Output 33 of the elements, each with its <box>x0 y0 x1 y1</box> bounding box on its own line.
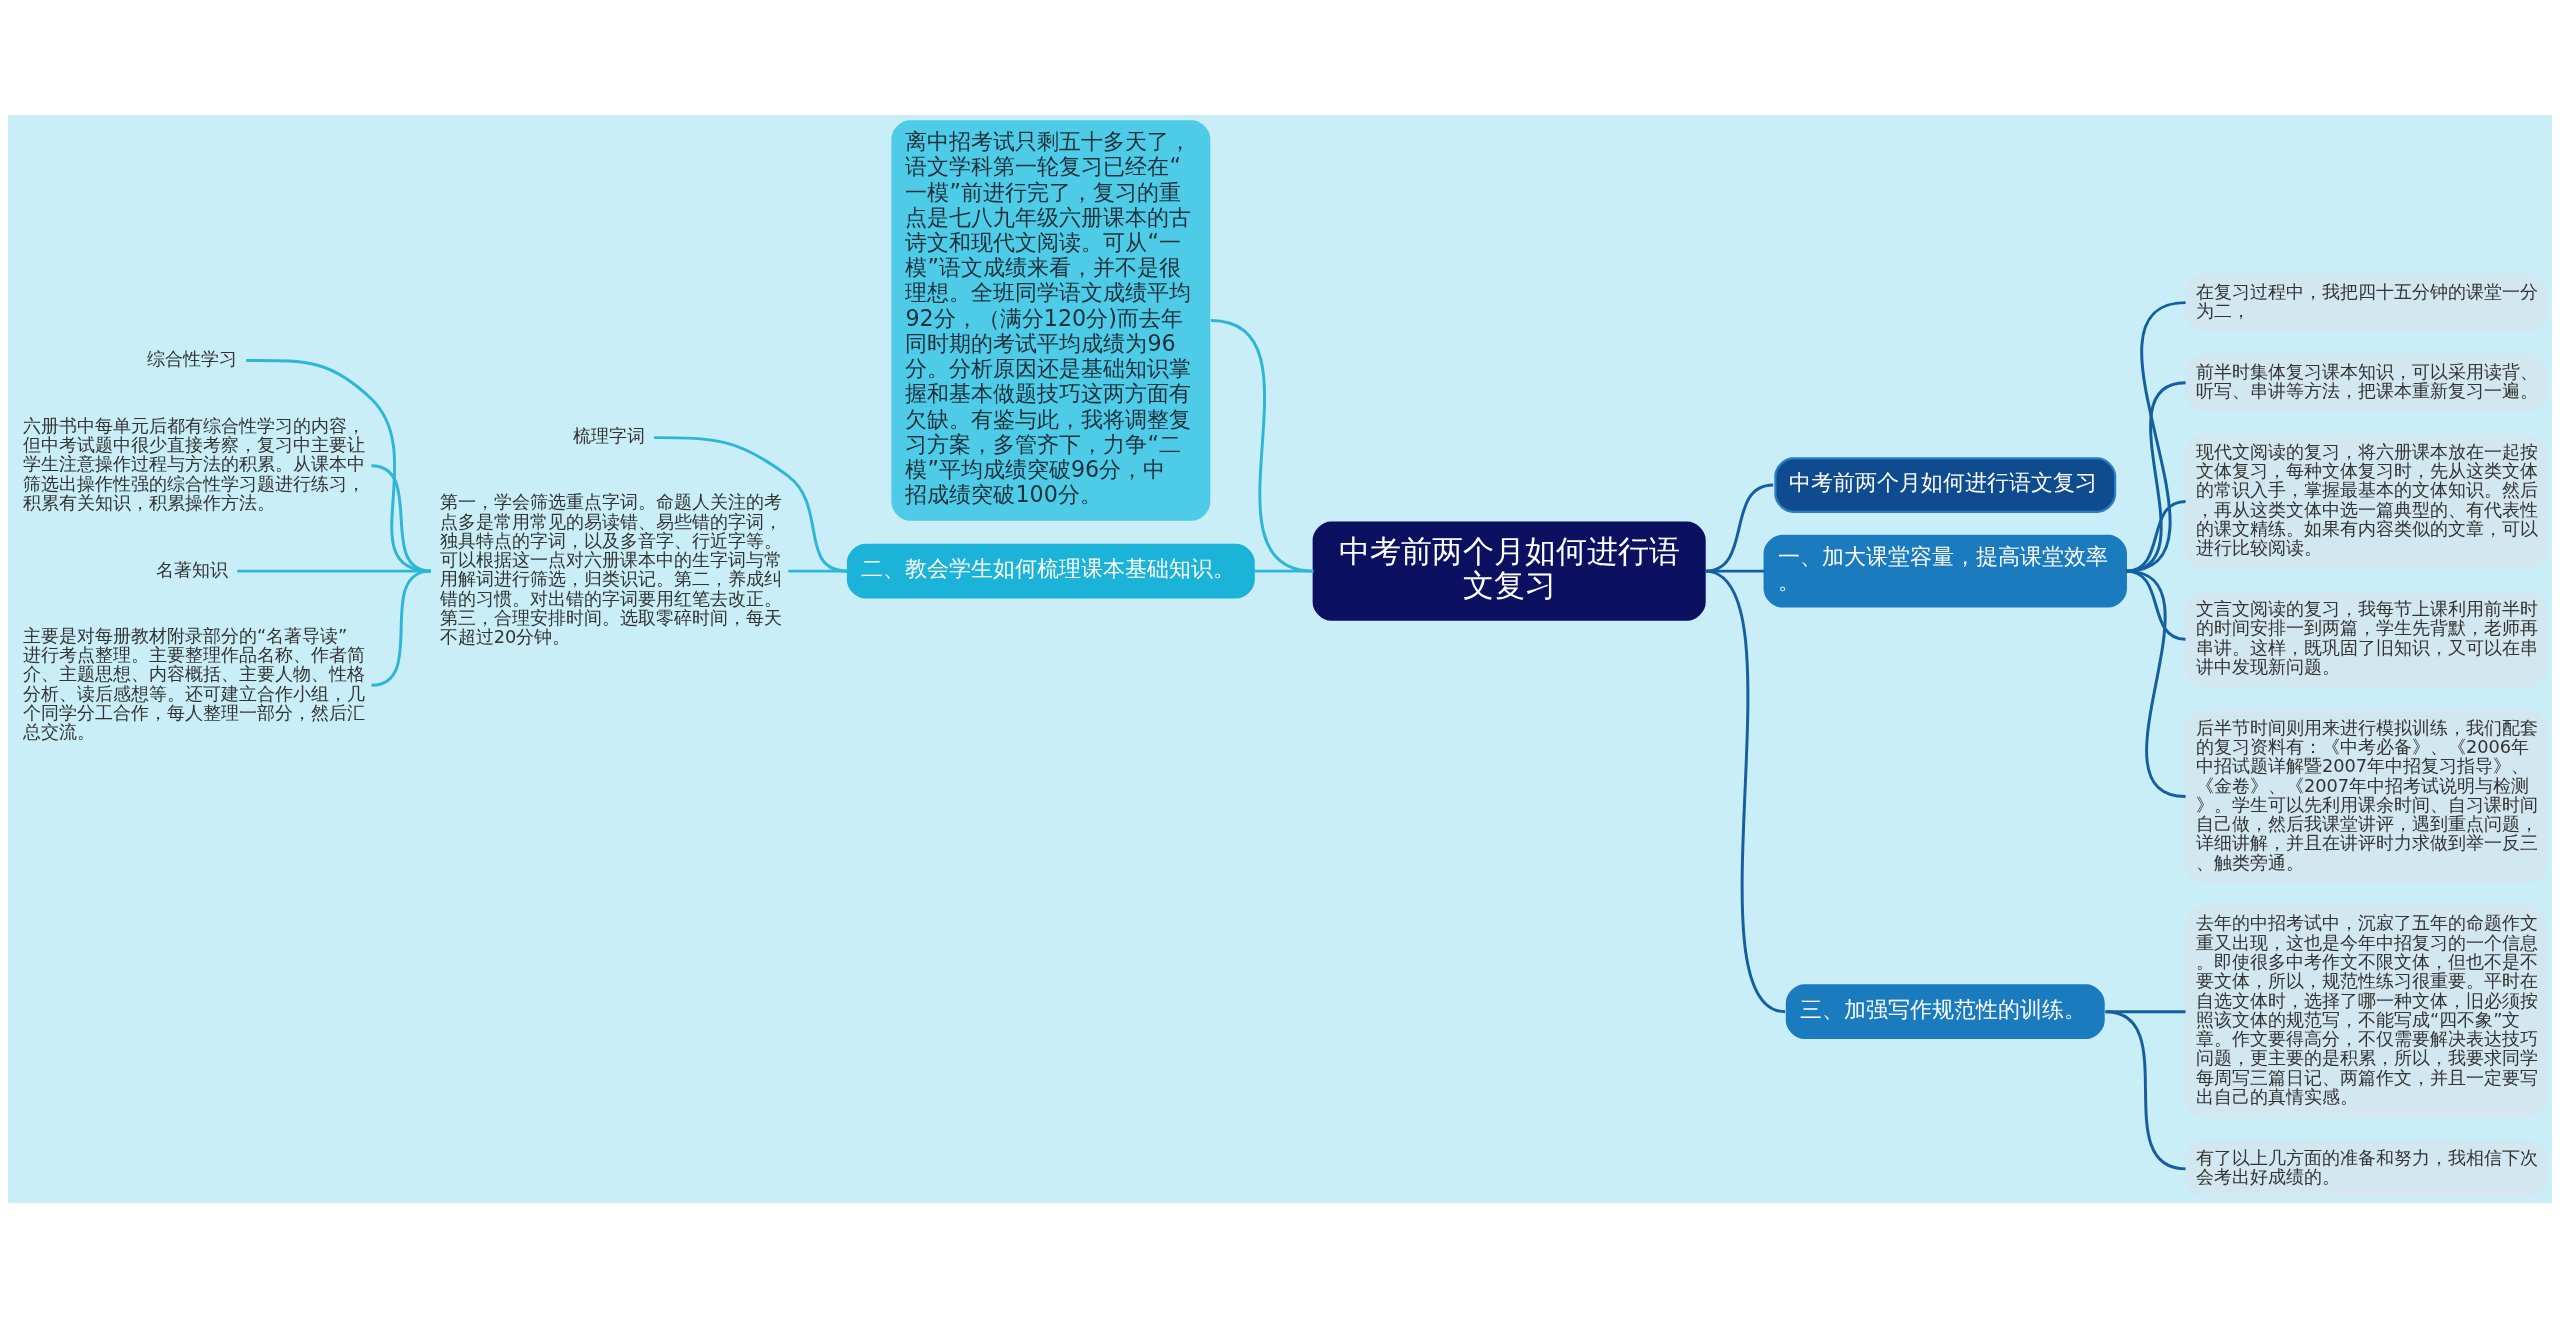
connector <box>1210 319 1314 573</box>
node-box: 现代文阅读的复习，将六册课本放在一起按文体复习，每种文体复习时，先从这类文体的常识入手，掌握最基本的文体知识。然后，再从这类文体中选一篇典型的、有代表性的课文精练。如果有内容类似的文章，可以进行比较阅读。 <box>2184 433 2547 569</box>
node-text: 主要是对每册教材附录部分的“名著导读”进行考点整理。主要整理作品名称、作者简介、主题思想、内容概括、主要人物、性格分析、读后感想等。还可建立合作小组，几个同学分工合作，每人整理一部分，然后汇总交流。 <box>22 624 365 743</box>
node-box: 去年的中招考试中，沉寂了五年的命题作文重又出现，这也是今年中招复习的一个信息。即使很多中考作文不限文体，但也不是不要文体，所以，规范性练习很重要。平时在自选文体时，选择了哪一种文体，旧必须按照该文体的规范写，不能写成“四不象”文章。作文要得高分，不仅需要解决表达技巧问题，更主要的是积累，所以，我要求同学每周写三篇日记、两篇作文，并且一定要写出自己的真情实感。 <box>2184 905 2547 1118</box>
connector <box>2125 569 2186 799</box>
node-box: 后半节时间则用来进行模拟训练，我们配套的复习资料有：《中考必备》、《2006年中招试题详解暨2007年中招复习指导》、《金卷》、《2007年中招考试说明与检测》。学生可以先利用课余时间、自习课时间自己做，然后我课堂讲评，遇到重点问题，详细讲解，并且在讲评时力求做到举一反三、触类旁通。 <box>2184 709 2547 884</box>
node-box: 前半时集体复习课本知识，可以采用读背、听写、串讲等方法，把课本重新复习一遍。 <box>2184 353 2547 412</box>
connector <box>1704 483 1774 573</box>
node-box: 文言文阅读的复习，我每节上课利用前半时的时间安排一到两篇，学生先背默，老师再串讲。这样，既巩固了旧知识，又可以在串讲中发现新问题。 <box>2184 591 2547 688</box>
node-box: 中考前两个月如何进行语文复习 <box>1774 457 2117 513</box>
connector <box>371 569 432 687</box>
node-box: 一、加大课堂容量，提高课堂效率。 <box>1763 534 2127 608</box>
node-box: 中考前两个月如何进行语文复习 <box>1312 521 1706 621</box>
connector <box>2126 499 2186 573</box>
node-text: 梳理字词 <box>573 425 646 447</box>
node-box: 有了以上几方面的准备和努力，我相信下次会考出好成绩的。 <box>2184 1139 2547 1198</box>
node-box: 在复习过程中，我把四十五分钟的课堂一分为二， <box>2184 273 2547 332</box>
connector <box>788 569 848 573</box>
node-text: 第一，学会筛选重点字词。命题人关注的考点多是常用常见的易读错、易些错的字词，独具特点的字词，以及多音字、行近字等。可以根据这一点对六册课本中的生字词与常用解词进行筛选，归类识记。第二，养成纠错的习惯。对出错的字词要用红笔去改正。第三，合理安排时间。选取零碎时间，每天不超过20分钟。 <box>439 491 782 648</box>
connector <box>246 359 431 573</box>
node-text: 综合性学习 <box>147 348 238 370</box>
connector <box>2125 301 2186 573</box>
connector <box>371 464 432 573</box>
connector <box>2105 1010 2186 1171</box>
node-text: 六册书中每单元后都有综合性学习的内容，但中考试题中很少直接考察，复习中主要让学生注意操作过程与方法的积累。从课本中筛选出操作性强的综合性学习题进行练习，积累有关知识，积累操作方法。 <box>22 414 365 513</box>
node-text: 名著知识 <box>156 558 229 580</box>
connector <box>2125 381 2186 573</box>
node-box: 三、加强写作规范性的训练。 <box>1785 984 2105 1040</box>
node-box: 二、教会学生如何梳理课本基础知识。 <box>846 543 1255 599</box>
node-box: 离中招考试只剩五十多天了，语文学科第一轮复习已经在“一模”前进行完了，复习的重点是七八九年级六册课本的古诗文和现代文阅读。可从“一模”语文成绩来看，并不是很理想。全班同学语文成绩平均92分，（满分120分)而去年同时期的考试平均成绩为96分。分析原因还是基础知识掌握和基本做题技巧这两方面有欠缺。有鉴与此，我将调整复习方案，多管齐下，力争“二模”平均成绩突破96分，中招成绩突破100分。 <box>891 120 1211 521</box>
connector <box>1254 569 1314 573</box>
connector <box>1704 569 1786 1013</box>
connector <box>654 436 848 573</box>
